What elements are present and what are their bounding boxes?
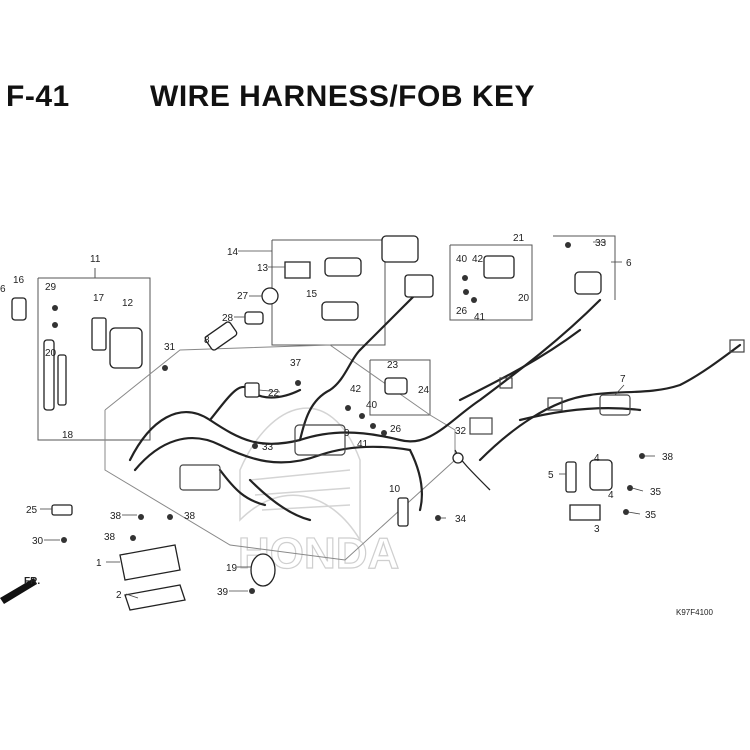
callout-42a: 42: [472, 254, 484, 265]
part-32-wire: [454, 449, 491, 491]
part-connector-box: [404, 274, 434, 298]
part-19: [250, 553, 276, 587]
front-arrow-label: FR.: [24, 576, 40, 587]
callout-6b: 6: [0, 284, 6, 295]
fob-key-lower: [321, 301, 359, 321]
callout-6a: 6: [626, 258, 632, 269]
part-22: [244, 382, 260, 398]
part-3: [569, 504, 601, 521]
callout-12: 12: [122, 298, 134, 309]
callout-4a: 4: [594, 453, 600, 464]
part-13: [284, 261, 311, 279]
part-27: [261, 287, 279, 305]
bolts: [52, 242, 645, 594]
part-16: [11, 297, 27, 321]
callout-34: 34: [455, 514, 467, 525]
callout-31: 31: [164, 342, 176, 353]
parts-group: [11, 235, 613, 611]
callout-9: 9: [344, 428, 350, 439]
callout-41b: 41: [357, 439, 369, 450]
page-title: WIRE HARNESS/FOB KEY: [150, 80, 536, 113]
callout-35b: 35: [645, 510, 657, 521]
callout-38c: 38: [104, 532, 116, 543]
main-harness: [128, 288, 742, 522]
callout-2: 2: [116, 590, 122, 601]
callout-15: 15: [306, 289, 318, 300]
part-4: [589, 459, 613, 491]
part-32: [452, 452, 464, 464]
part-8: [204, 321, 238, 351]
callout-13: 13: [257, 263, 269, 274]
callout-20a: 20: [45, 348, 57, 359]
diagram-reference-code: K97F4100: [676, 608, 713, 617]
part-2: [124, 584, 186, 611]
callout-3: 3: [594, 524, 600, 535]
fob-key-upper: [324, 257, 362, 277]
callout-38d: 38: [662, 452, 674, 463]
callout-38a: 38: [110, 511, 122, 522]
part-28: [244, 311, 264, 325]
part-17: [91, 317, 107, 351]
part-14-unit: [381, 235, 419, 263]
honda-wing-watermark: [239, 407, 361, 543]
callout-26b: 26: [456, 306, 468, 317]
callout-23: 23: [387, 360, 399, 371]
callout-37: 37: [290, 358, 302, 369]
part-1: [119, 544, 181, 581]
group-box-14: [271, 239, 386, 346]
front-arrow: [0, 578, 37, 604]
callout-20b: 20: [518, 293, 530, 304]
callout-35a: 35: [650, 487, 662, 498]
callout-labels: 1 2 3 4 4 5 6 6 7 8 9 10 11 12 13 14 15 …: [0, 233, 674, 601]
part-23-24: [384, 377, 408, 395]
callout-42b: 42: [350, 384, 362, 395]
harness-outline: [104, 344, 456, 561]
callout-25: 25: [26, 505, 38, 516]
callout-16: 16: [13, 275, 25, 286]
callout-30: 30: [32, 536, 44, 547]
part-10: [397, 497, 409, 527]
callout-40b: 40: [366, 400, 378, 411]
callout-17: 17: [93, 293, 105, 304]
callout-41a: 41: [474, 312, 486, 323]
ignition-switch-part: [109, 327, 143, 369]
callout-28: 28: [222, 313, 234, 324]
part-25: [51, 504, 73, 516]
group-box-21: [449, 244, 533, 321]
callout-18: 18: [62, 430, 74, 441]
callout-11: 11: [90, 254, 101, 265]
part-21: [483, 255, 515, 279]
callout-1: 1: [96, 558, 102, 569]
callout-leaders: [40, 241, 655, 599]
group-box-6: [553, 235, 616, 300]
callout-40a: 40: [456, 254, 468, 265]
callout-29: 29: [45, 282, 57, 293]
callout-33b: 33: [262, 442, 274, 453]
callout-5: 5: [548, 470, 554, 481]
callout-26a: 26: [390, 424, 402, 435]
part-5: [565, 461, 577, 493]
callout-21: 21: [513, 233, 525, 244]
callout-7: 7: [620, 374, 626, 385]
part-18-rod: [57, 354, 67, 406]
callout-33a: 33: [595, 238, 607, 249]
section-code: F-41: [6, 80, 70, 113]
callout-8: 8: [204, 335, 210, 346]
part-20-rod: [43, 339, 55, 411]
callout-32: 32: [455, 426, 467, 437]
callout-19: 19: [226, 563, 238, 574]
callout-14: 14: [227, 247, 239, 258]
callout-10: 10: [389, 484, 401, 495]
harness-connectors: [179, 339, 745, 491]
part-6-relay: [574, 271, 602, 295]
callout-22: 22: [268, 388, 280, 399]
group-box-11: [37, 277, 151, 441]
callout-4b: 4: [608, 490, 614, 501]
callout-27: 27: [237, 291, 249, 302]
callout-24: 24: [418, 385, 430, 396]
callout-39: 39: [217, 587, 229, 598]
callout-38b: 38: [184, 511, 196, 522]
